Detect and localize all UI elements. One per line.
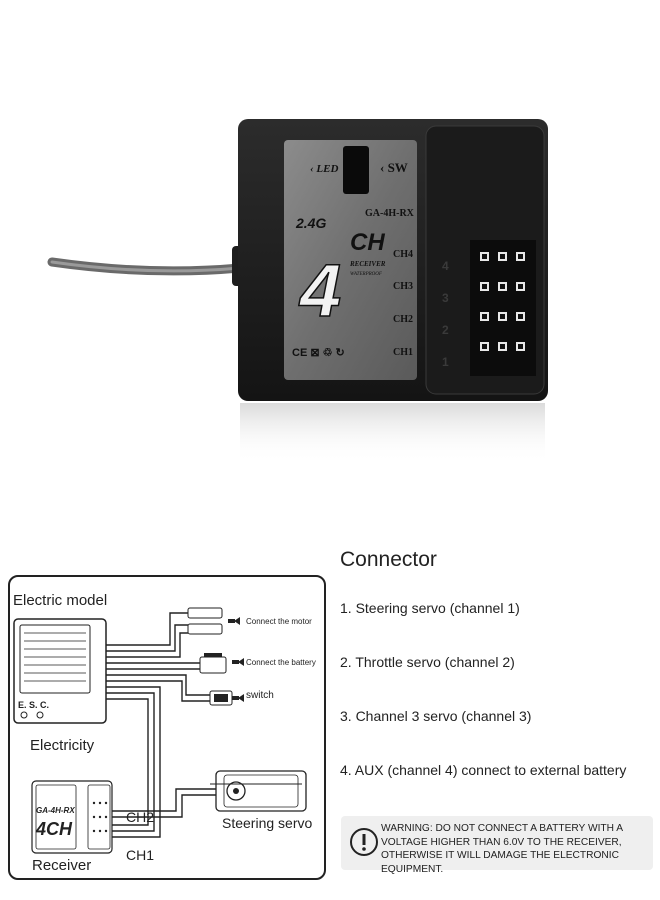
motor-label: Connect the motor — [246, 617, 312, 626]
wiring-title: Electric model — [13, 592, 108, 609]
receiver-small-text: RECEIVER — [349, 260, 386, 268]
connector-list: 1. Steering servo (channel 1) 2. Throttl… — [340, 600, 655, 816]
sw-text: ‹ SW — [380, 160, 408, 175]
port-pin-hole — [482, 314, 487, 319]
mini-ch-text: 4CH — [35, 819, 73, 839]
port-pin-hole — [482, 284, 487, 289]
warning-icon — [350, 828, 378, 856]
connector-item-3: 3. Channel 3 servo (channel 3) — [340, 708, 532, 724]
port-pin-hole — [500, 284, 505, 289]
connector-section: Connector 1. Steering servo (channel 1) … — [340, 548, 655, 816]
ch1-label: CH1 — [126, 847, 155, 863]
ch2-label: CH2 — [126, 809, 155, 825]
port-pin-hole — [482, 344, 487, 349]
ch2-text: CH2 — [393, 314, 413, 325]
esc-heatsink — [19, 624, 91, 694]
ch4-text: CH4 — [393, 249, 413, 260]
band-text: 2.4G — [295, 215, 326, 231]
receiver-product-image: ‹ LED ‹ SW 2.4G GA-4H-RX 4 CH RECEIVER W… — [47, 119, 548, 463]
port-pin-hole — [518, 314, 523, 319]
bind-switch — [343, 146, 369, 194]
channels-big-text: 4 — [298, 249, 341, 332]
port-number-1: 1 — [442, 355, 449, 369]
servo-label: Steering servo — [222, 815, 313, 831]
port-pin-hole — [500, 344, 505, 349]
reflection — [240, 403, 545, 463]
antenna-cable — [47, 246, 250, 286]
steering-servo — [210, 770, 307, 812]
battery-label: Connect the battery — [246, 658, 316, 667]
connector-title: Connector — [340, 548, 437, 571]
port-pin-hole — [500, 314, 505, 319]
port-pin-hole — [500, 254, 505, 259]
ch3-text: CH3 — [393, 281, 413, 292]
wiring-diagram-drawing: GA-4H-RX 4CH — [13, 607, 307, 854]
mini-band-text: GA-4H-RX — [36, 806, 75, 815]
connector-item-2: 2. Throttle servo (channel 2) — [340, 654, 515, 670]
wiring-diagram: GA-4H-RX 4CH Electric model E. S. C. Ele… — [8, 575, 326, 880]
led-text: ‹ LED — [310, 163, 338, 175]
receiver-label: Receiver — [32, 857, 92, 874]
warning-text: WARNING: DO NOT CONNECT A BATTERY WITH A… — [381, 823, 623, 875]
electricity-label: Electricity — [30, 737, 95, 754]
port-number-4: 4 — [442, 259, 449, 273]
receiver-label-sticker: ‹ LED ‹ SW 2.4G GA-4H-RX 4 CH RECEIVER W… — [284, 140, 417, 380]
connector-item-4: 4. AUX (channel 4) connect to external b… — [340, 762, 627, 778]
port-pin-hole — [518, 344, 523, 349]
esc-label: E. S. C. — [18, 700, 50, 710]
warning-box: WARNING: DO NOT CONNECT A BATTERY WITH A… — [341, 816, 653, 875]
waterproof-small-text: WATERPROOF — [350, 272, 383, 277]
connector-item-1: 1. Steering servo (channel 1) — [340, 600, 520, 616]
port-number-3: 3 — [442, 291, 449, 305]
port-number-2: 2 — [442, 323, 449, 337]
ch1-text: CH1 — [393, 347, 413, 358]
port-pin-hole — [518, 254, 523, 259]
switch-label: switch — [246, 690, 274, 701]
port-pin-hole — [482, 254, 487, 259]
servo-port-block — [425, 125, 545, 395]
model-text: GA-4H-RX — [365, 208, 415, 219]
channels-suffix-text: CH — [350, 229, 385, 256]
cert-marks-text: CE ⊠ ♲ ↻ — [292, 347, 345, 359]
port-pin-hole — [518, 284, 523, 289]
